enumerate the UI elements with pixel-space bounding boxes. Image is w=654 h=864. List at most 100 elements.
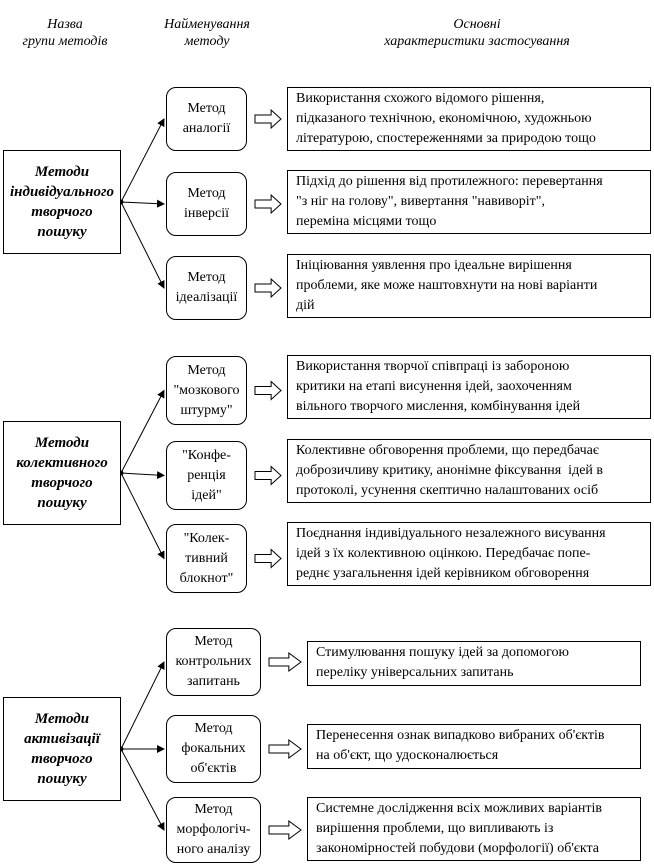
description-line: переліку універсальних запитань <box>316 665 514 680</box>
method-box-brainstorm: Метод "мозкового штурму" <box>166 356 247 425</box>
group-to-method-arrow <box>120 389 165 474</box>
group-label-line: Методи <box>34 164 90 180</box>
group-box-collective: Методи колективного творчого пошуку <box>3 421 121 525</box>
method-label-line: штурму" <box>180 402 233 418</box>
group-box-activation: Методи активізації творчого пошуку <box>3 697 121 801</box>
header-characteristics-line: характеристики застосування <box>384 34 570 49</box>
description-line: підказаного технічною, економічною, худо… <box>296 111 592 126</box>
description-line: Підхід до рішення від протилежного: пере… <box>296 174 603 189</box>
description-line: дій <box>296 298 315 313</box>
group-label-line: активізації <box>24 731 100 747</box>
description-line: Стимулювання пошуку ідей за допомогою <box>316 645 569 660</box>
method-label-line: контрольних <box>175 654 252 669</box>
group-to-method-arrow <box>120 199 165 208</box>
description-line: вільного творчого мислення, комбінування… <box>296 399 581 414</box>
method-label-line: Метод <box>187 270 226 285</box>
description-line: Використання творчої співпраці із заборо… <box>296 359 570 374</box>
group-to-method-arrow <box>120 118 165 203</box>
group-label-line: індивідуального <box>10 184 114 200</box>
method-to-description-arrow <box>268 820 302 840</box>
description-line: переміна місцями тощо <box>296 214 437 229</box>
method-label-line: ренція <box>187 467 226 483</box>
description-line: Використання схожого відомого рішення, <box>296 91 545 106</box>
method-label-line: Метод <box>194 802 233 817</box>
description-box-brainstorm: Використання творчої співпраці із заборо… <box>287 355 651 419</box>
method-to-description-arrow <box>254 193 282 215</box>
group-label-line: пошуку <box>37 495 87 511</box>
method-to-description-arrow <box>254 277 282 299</box>
method-label-line: тивний <box>185 550 228 566</box>
description-line: закономірностей побудови (морфології) об… <box>316 841 599 856</box>
group-to-method-arrow <box>120 748 165 831</box>
group-label-line: колективного <box>16 455 108 471</box>
method-label-line: "Конфе- <box>182 447 231 463</box>
method-to-description-arrow <box>254 380 282 401</box>
method-box-idea-conference: "Конфе- ренція ідей" <box>166 441 247 510</box>
method-to-description-arrow <box>254 465 282 486</box>
description-line: літературою, спостереженнями за природою… <box>296 131 596 146</box>
description-box-idealization: Ініціювання уявлення про ідеальне виріше… <box>287 254 651 318</box>
method-to-description-arrow <box>268 652 302 672</box>
header-group-line: Назва <box>47 17 83 32</box>
description-box-focal-objects: Перенесення ознак випадково вибраних об'… <box>307 724 641 769</box>
method-label-line: "мозкового <box>173 382 240 398</box>
method-to-description-arrow <box>268 739 302 759</box>
method-box-morphological: Метод морфологіч- ного аналізу <box>166 797 261 863</box>
group-to-method-arrow <box>120 472 165 560</box>
header-group-name: Назва групи методів <box>0 16 130 50</box>
description-line: доброзичливу критику, анонімне фіксуванн… <box>296 463 604 478</box>
method-label-line: морфологіч- <box>176 822 251 837</box>
group-to-method-arrow <box>120 661 165 750</box>
description-box-idea-conference: Колективне обговорення проблеми, що пере… <box>287 439 651 503</box>
description-line: протоколі, усунення скептично налаштован… <box>296 483 599 498</box>
method-box-collective-notebook: "Колек- тивний блокнот" <box>166 524 247 593</box>
method-label-line: ідей" <box>191 487 222 503</box>
header-method-line: Найменування <box>164 17 250 32</box>
group-label-line: творчого <box>31 204 93 220</box>
method-to-description-arrow <box>254 548 282 569</box>
group-label-line: Методи <box>34 711 90 727</box>
group-box-individual: Методи індивідуального творчого пошуку <box>3 150 121 254</box>
group-to-method-arrow <box>120 471 165 480</box>
description-line: Перенесення ознак випадково вибраних об'… <box>316 728 605 743</box>
method-label-line: Метод <box>187 186 226 201</box>
method-box-control-questions: Метод контрольних запитань <box>166 628 261 696</box>
method-box-analogy: Метод аналогії <box>166 87 247 151</box>
description-box-control-questions: Стимулювання пошуку ідей за допомогою пе… <box>307 641 641 686</box>
description-line: "з ніг на голову", вивертання "навиворіт… <box>296 194 545 209</box>
method-label-line: фокальних <box>181 741 246 756</box>
method-label-line: блокнот" <box>179 570 234 586</box>
method-label-line: інверсії <box>183 206 230 221</box>
method-label-line: Метод <box>187 362 226 378</box>
description-line: вирішення проблеми, що випливають із <box>316 821 554 836</box>
method-label-line: Метод <box>194 721 233 736</box>
header-characteristics-line: Основні <box>453 17 501 32</box>
description-box-collective-notebook: Поєднання індивідуального незалежного ви… <box>287 522 651 586</box>
description-box-inversion: Підхід до рішення від протилежного: пере… <box>287 170 651 234</box>
method-box-focal-objects: Метод фокальних об'єктів <box>166 715 261 783</box>
header-method-line: методу <box>184 34 230 49</box>
method-to-description-arrow <box>254 108 282 130</box>
description-line: Поєднання індивідуального незалежного ви… <box>296 526 606 541</box>
description-line: ідей з їх колективною оцінкою. Передбача… <box>296 546 591 561</box>
header-characteristics: Основні характеристики застосування <box>300 16 654 50</box>
description-box-morphological: Системне дослідження всіх можливих варіа… <box>307 797 641 861</box>
method-label-line: Метод <box>194 634 233 649</box>
method-label-line: ідеалізації <box>175 290 238 305</box>
method-label-line: Метод <box>187 101 226 116</box>
description-line: проблеми, яке може наштовхнути на нові в… <box>296 278 598 293</box>
group-label-line: пошуку <box>37 771 87 787</box>
description-line: Ініціювання уявлення про ідеальне виріше… <box>296 258 572 273</box>
method-label-line: ного аналізу <box>176 842 251 857</box>
group-label-line: Методи <box>34 435 90 451</box>
group-label-line: пошуку <box>37 224 87 240</box>
method-box-inversion: Метод інверсії <box>166 172 247 236</box>
method-label-line: об'єктів <box>190 761 237 776</box>
description-line: критики на етапі висунення ідей, заохоче… <box>296 379 572 394</box>
group-label-line: творчого <box>31 475 93 491</box>
group-to-method-arrow <box>120 201 165 289</box>
method-label-line: аналогії <box>182 121 231 136</box>
method-box-idealization: Метод ідеалізації <box>166 256 247 320</box>
description-line: Системне дослідження всіх можливих варіа… <box>316 801 603 816</box>
